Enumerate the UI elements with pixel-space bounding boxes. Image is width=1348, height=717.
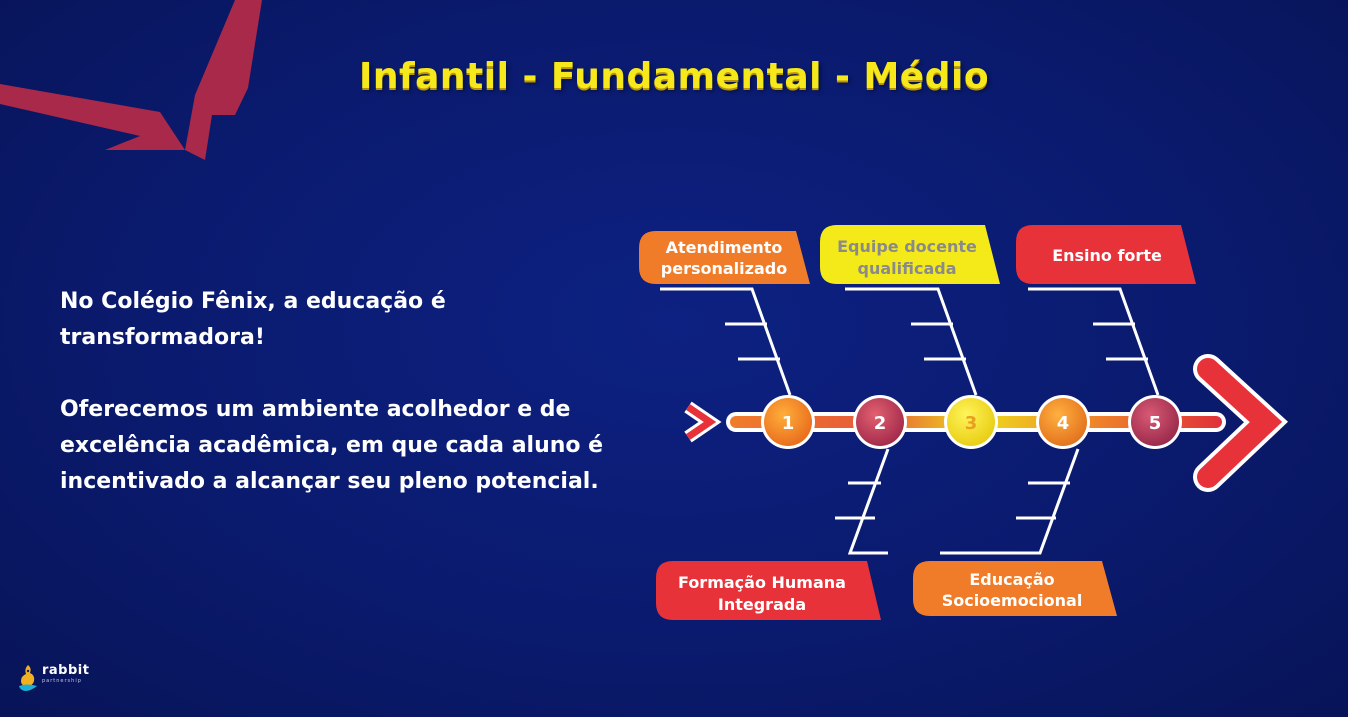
tag-2-line2: qualificada bbox=[858, 259, 957, 278]
tag-4-line2: Integrada bbox=[718, 595, 806, 614]
arrow-head bbox=[1197, 358, 1283, 488]
tag-5-line2: Socioemocional bbox=[942, 591, 1083, 610]
intro-paragraph-1: No Colégio Fênix, a educação é transform… bbox=[60, 289, 446, 350]
rabbit-icon bbox=[19, 665, 37, 691]
node-5-label: 5 bbox=[1149, 413, 1162, 434]
intro-text: No Colégio Fênix, a educação é transform… bbox=[60, 284, 620, 500]
node-2: 2 bbox=[853, 395, 907, 449]
brand-name: rabbit bbox=[42, 663, 90, 678]
page-title: Infantil - Fundamental - Médio bbox=[358, 56, 990, 97]
tag-atendimento-personalizado: Atendimento personalizado bbox=[639, 231, 810, 284]
node-5: 5 bbox=[1128, 395, 1182, 449]
tag-3-line1: Ensino forte bbox=[1052, 246, 1162, 265]
node-3: 3 bbox=[944, 395, 998, 449]
phoenix-wing-logo bbox=[0, 0, 262, 160]
tag-5-line1: Educação bbox=[969, 570, 1054, 589]
tag-1-line2: personalizado bbox=[661, 259, 787, 278]
node-1: 1 bbox=[761, 395, 815, 449]
tag-4-line1: Formação Humana bbox=[678, 573, 846, 592]
node-3-label: 3 bbox=[965, 413, 978, 434]
brand-logo: rabbit partnership bbox=[16, 664, 89, 692]
node-4: 4 bbox=[1036, 395, 1090, 449]
tag-ensino-forte: Ensino forte bbox=[1016, 225, 1196, 284]
tag-formacao-humana: Formação Humana Integrada bbox=[656, 561, 881, 620]
tag-1-line1: Atendimento bbox=[666, 238, 783, 257]
tag-2-line1: Equipe docente bbox=[837, 237, 977, 256]
intro-paragraph-2: Oferecemos um ambiente acolhedor e de ex… bbox=[60, 397, 604, 494]
brand-subtitle: partnership bbox=[42, 678, 82, 684]
node-4-label: 4 bbox=[1057, 413, 1070, 434]
tag-equipe-docente: Equipe docente qualificada bbox=[820, 225, 1000, 284]
node-1-label: 1 bbox=[782, 413, 795, 434]
tag-educacao-socioemocional: Educação Socioemocional bbox=[913, 561, 1117, 616]
bone-lines bbox=[660, 287, 1160, 555]
fishbone-diagram: 1 2 3 4 5 Atendimento personalizado Equi… bbox=[639, 225, 1289, 620]
tail-chevron bbox=[686, 404, 717, 440]
node-2-label: 2 bbox=[874, 413, 887, 434]
